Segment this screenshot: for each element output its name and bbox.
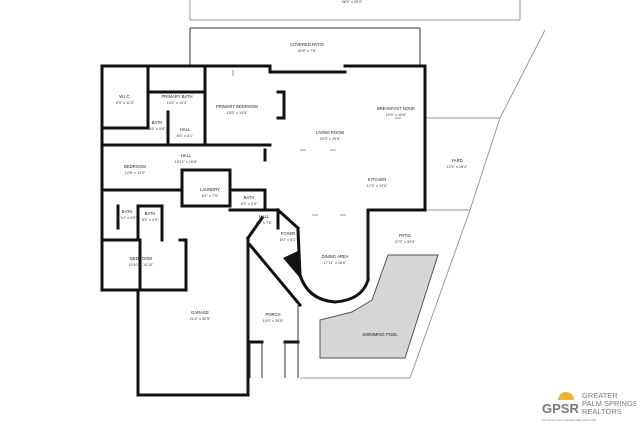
primary-bath-dim: 10'4" x 10'3" <box>167 101 188 105</box>
bath-2-dim: 6'3" x 5'5" <box>241 202 258 206</box>
yard-dim: 12'4" x 18'4" <box>447 165 468 169</box>
primary-bedroom-dim: 15'5" x 15'5" <box>227 111 248 115</box>
bath-4-name: BATH <box>145 211 156 216</box>
breakfast-nook-name: BREAKFAST NOOK <box>377 106 415 111</box>
covered-patio-name: COVERED PATIO <box>290 42 325 47</box>
entry-wall-block <box>283 250 300 278</box>
garage-dim: 21'4" x 30'5" <box>190 317 211 321</box>
gpsr-logo: GPSR GREATER PALM SPRINGS REALTORS Servi… <box>542 391 636 422</box>
dining-area-dim: 17'11" x 16'6" <box>324 261 347 265</box>
logo-line1: GREATER <box>582 391 618 400</box>
porch-name: PORCH <box>265 312 280 317</box>
top-dimension-label: 98'5" x 25'9" <box>342 0 363 4</box>
bedroom-2-name: BEDROOM <box>130 256 152 261</box>
covered-patio-outline <box>189 27 421 66</box>
breakfast-nook-dim: 10'5" x 16'6" <box>386 113 407 117</box>
yard-name: YARD <box>451 158 462 163</box>
wic-name: W.I.C. <box>119 94 130 99</box>
sun-icon <box>558 392 574 400</box>
hall-1-dim: 6'5" x 4'1" <box>177 134 194 138</box>
living-room-name: LIVING ROOM <box>316 130 344 135</box>
bath-2-name: BATH <box>244 195 255 200</box>
bath-1-dim: 5'6" x 5'8" <box>149 127 166 131</box>
primary-bath-name: PRIMARY BATH <box>162 94 193 99</box>
bath-4-dim: 8'2" x 4'9" <box>142 218 159 222</box>
swimming-pool-shape <box>319 254 439 359</box>
primary-bedroom-name: PRIMARY BEDROOM <box>216 104 258 109</box>
foyer-dim: 8'0" x 8'3" <box>280 238 297 242</box>
logo-mark: GPSR <box>542 401 579 416</box>
swimming-pool-name: SWIMMING POOL <box>362 332 398 337</box>
lot-lines <box>189 0 546 379</box>
foyer-name: FOYER <box>281 231 295 236</box>
logo-tagline: Serving the entire Coachella Valley Sinc… <box>542 418 596 422</box>
logo-line3: REALTORS <box>582 407 622 416</box>
bedroom-1-dim: 12'8" x 11'0" <box>125 171 146 175</box>
hall-3-name: HALL <box>259 214 270 219</box>
hall-3-dim: 4'3" x 7'6" <box>256 221 273 225</box>
patio-name: PATIO <box>399 233 412 238</box>
living-room-dim: 20'3" x 29'6" <box>320 137 341 141</box>
hall-1-name: HALL <box>180 127 191 132</box>
entry-and-bay <box>247 228 370 308</box>
kitchen-name: KITCHEN <box>368 177 386 182</box>
bedroom-2-dim: 10'10" x 10'10" <box>128 263 154 267</box>
bath-3-name: BATH <box>122 209 133 214</box>
bath-3-dim: 5'10" x 4'8" <box>118 216 137 220</box>
door-marks <box>232 70 401 216</box>
dining-area-name: DINING AREA <box>322 254 349 259</box>
bedroom-1-name: BEDROOM <box>124 164 146 169</box>
covered-patio-dim: 40'8" x 7'8" <box>298 49 317 53</box>
bath-1-name: BATH <box>152 120 163 125</box>
porch-dim: 10'0" x 28'5" <box>263 319 284 323</box>
interior-walls <box>100 64 370 282</box>
porch-outline <box>248 305 300 378</box>
logo-line2: PALM SPRINGS <box>582 399 636 408</box>
hall-2-dim: 18'11" x 16'8" <box>175 160 198 164</box>
laundry-name: LAUNDRY <box>200 187 220 192</box>
wic-dim: 8'5" x 11'5" <box>116 101 135 105</box>
laundry-dim: 8'1" x 7'5" <box>202 194 219 198</box>
garage-name: GARAGE <box>191 310 209 315</box>
kitchen-dim: 17'4" x 13'0" <box>367 184 388 188</box>
room-labels: 98'5" x 25'9" COVERED PATIO 40'8" x 7'8"… <box>116 0 468 337</box>
hall-2-name: HALL <box>181 153 192 158</box>
patio-dim: 27'2" x 33'0" <box>395 240 416 244</box>
